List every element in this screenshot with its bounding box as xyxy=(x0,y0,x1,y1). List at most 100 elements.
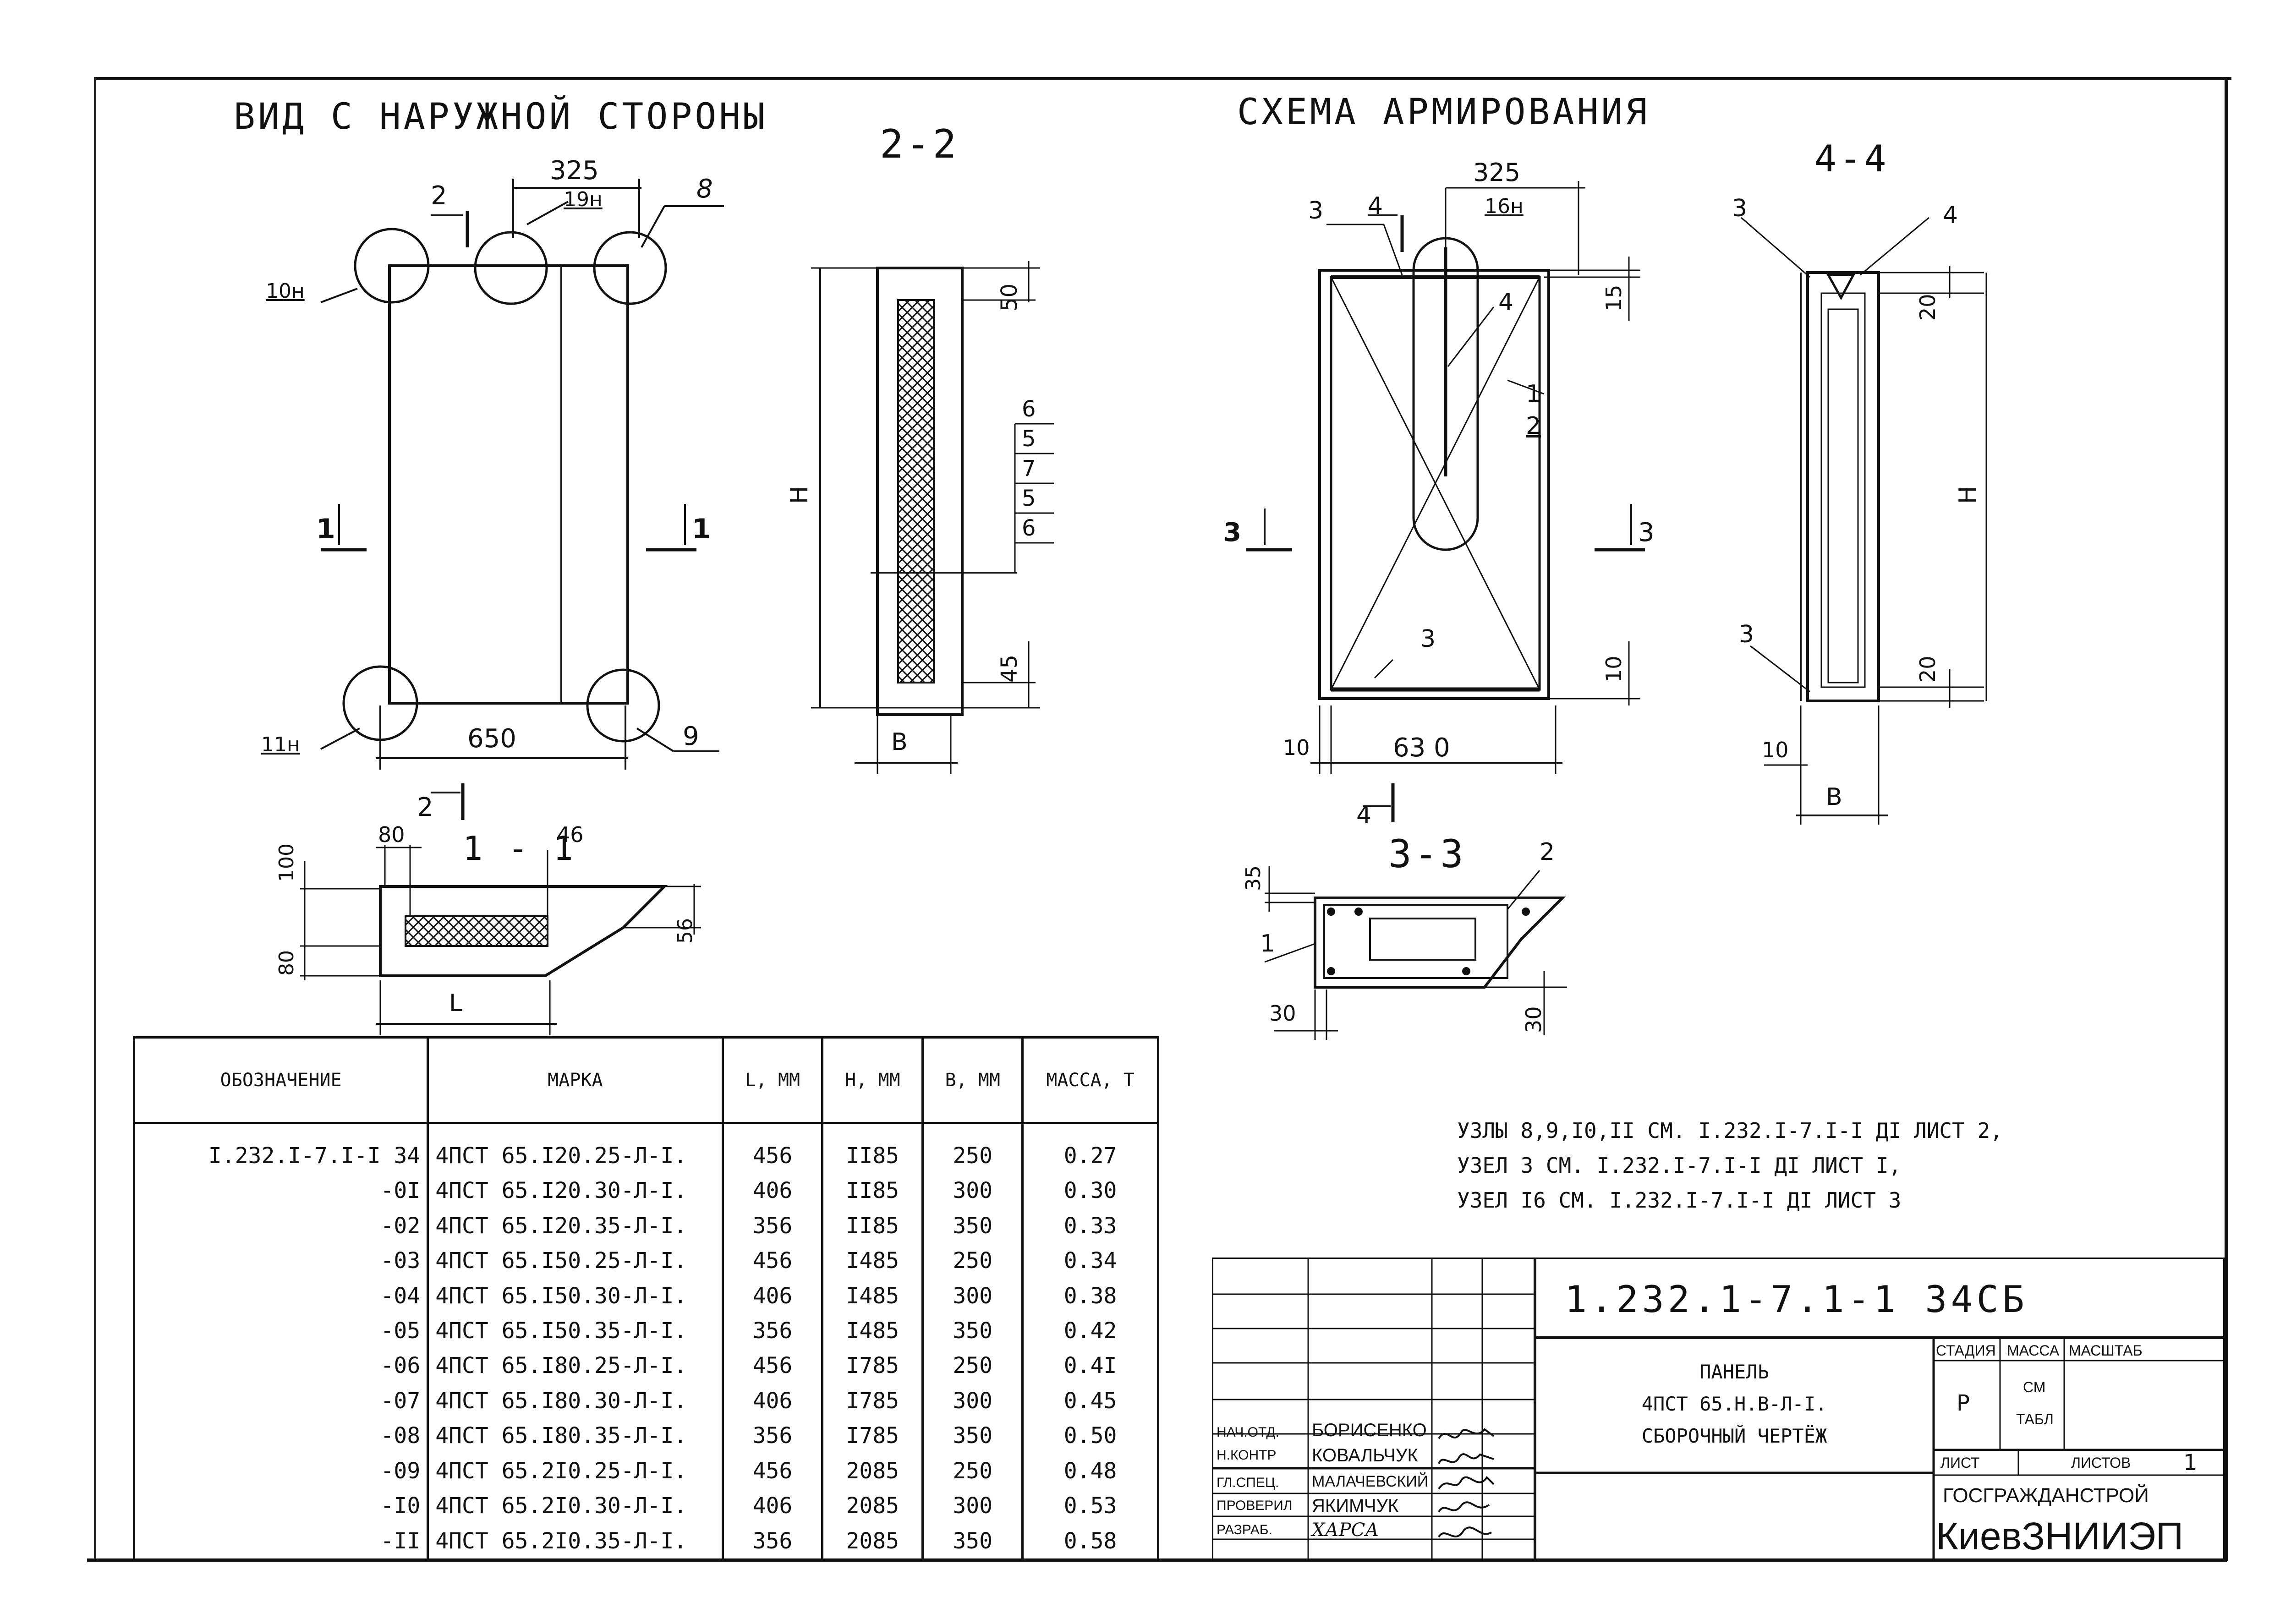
node-10n-label: 10н xyxy=(266,279,305,303)
cell-oboznachenie: -08 xyxy=(132,1418,429,1454)
title-block-grid xyxy=(1212,1258,2225,1560)
cut-2-bottom: 2 xyxy=(417,793,433,822)
cell-b: 350 xyxy=(921,1523,1024,1558)
cell-h: II85 xyxy=(821,1173,924,1208)
cell-b: 350 xyxy=(921,1313,1024,1349)
reinf-pos-1: 1 xyxy=(1526,380,1541,408)
cell-h: I785 xyxy=(821,1383,924,1419)
cell-h: 2085 xyxy=(821,1523,924,1558)
header-h: Н, ММ xyxy=(821,1036,924,1124)
cell-l: 456 xyxy=(721,1123,824,1174)
cell-massa: 0.30 xyxy=(1021,1173,1159,1208)
section11-dim-56: 56 xyxy=(674,918,697,944)
section-4-4-title: 4-4 xyxy=(1814,137,1889,180)
cell-h: II85 xyxy=(821,1208,924,1243)
sheet-frame-top xyxy=(96,77,2231,80)
cell-massa: 0.58 xyxy=(1021,1523,1159,1558)
section44-dim-10: 10 xyxy=(1762,738,1789,762)
section22-dim-50: 50 xyxy=(997,283,1022,312)
note-line: УЗЛЫ 8,9,I0,II СМ. I.232.I-7.I-I ДI ЛИСТ… xyxy=(1457,1118,2003,1143)
cell-b: 250 xyxy=(921,1243,1024,1279)
section11-dim-46: 46 xyxy=(557,822,584,847)
cell-h: 2085 xyxy=(821,1453,924,1488)
header-l: L, ММ xyxy=(721,1036,824,1124)
section44-pos-3-bottom: 3 xyxy=(1739,621,1754,648)
massa-label: МАССА xyxy=(2007,1342,2060,1359)
section22-layer-3: 7 xyxy=(1022,456,1036,481)
org-name-2: КиевЗНИИЭП xyxy=(1936,1515,2184,1558)
outer-view-title: ВИД С НАРУЖНОЙ СТОРОНЫ xyxy=(234,96,768,137)
node-11n-label: 11н xyxy=(261,733,300,756)
cell-l: 456 xyxy=(721,1243,824,1279)
cut-4-bottom: 4 xyxy=(1356,802,1372,829)
cell-massa: 0.42 xyxy=(1021,1313,1159,1349)
table-header-row: ОБОЗНАЧЕНИЕ МАРКА L, ММ Н, ММ В, ММ МАСС… xyxy=(132,1036,1159,1124)
cell-b: 300 xyxy=(921,1173,1024,1208)
section-1-1-drawing xyxy=(300,845,701,1035)
section44-pos-4: 4 xyxy=(1943,202,1958,229)
reinf-dim-630: 63 0 xyxy=(1393,733,1450,763)
cell-oboznachenie: -II xyxy=(132,1523,429,1558)
cell-massa: 0.53 xyxy=(1021,1488,1159,1524)
cell-b: 350 xyxy=(921,1208,1024,1243)
reinf-pos-4-cut: 4 xyxy=(1368,192,1383,220)
cell-oboznachenie: -05 xyxy=(132,1313,429,1349)
cell-h: I485 xyxy=(821,1313,924,1349)
stadia-value: Р xyxy=(1957,1390,1970,1416)
masshtab-label: МАСШТАБ xyxy=(2069,1342,2143,1359)
section11-dim-80-left: 80 xyxy=(275,950,298,976)
cell-marka: 4ПСТ 65.I80.35-Л-I. xyxy=(427,1418,724,1454)
cell-oboznachenie: -02 xyxy=(132,1208,429,1243)
section22-layer-2: 5 xyxy=(1022,426,1036,452)
reinforcement-drawing xyxy=(1246,181,1645,822)
cell-l: 456 xyxy=(721,1453,824,1488)
cell-massa: 0.33 xyxy=(1021,1208,1159,1243)
cell-oboznachenie: -0I xyxy=(132,1173,429,1208)
node-8-label: 8 xyxy=(696,174,713,204)
cell-l: 356 xyxy=(721,1523,824,1558)
name-kharsa: ХАРСА xyxy=(1312,1520,1379,1541)
cell-massa: 0.4I xyxy=(1021,1348,1159,1383)
section33-pos-1: 1 xyxy=(1260,930,1276,957)
section33-dim-30-left: 30 xyxy=(1269,1001,1296,1026)
cell-h: II85 xyxy=(821,1123,924,1174)
section22-layer-5: 6 xyxy=(1022,515,1036,541)
reinf-pos-2: 2 xyxy=(1526,412,1541,440)
cell-marka: 4ПСТ 65.I20.25-Л-I. xyxy=(427,1123,724,1174)
cell-l: 356 xyxy=(721,1208,824,1243)
cell-oboznachenie: I.232.I-7.I-I 34 xyxy=(132,1123,429,1174)
name-malachevsky: МАЛАЧЕВСКИЙ xyxy=(1312,1473,1429,1490)
section33-dim-35: 35 xyxy=(1242,865,1265,891)
note-line: УЗЕЛ I6 СМ. I.232.I-7.I-I ДI ЛИСТ 3 xyxy=(1457,1188,1902,1213)
listov-label: ЛИСТОВ xyxy=(2071,1454,2131,1471)
section-1-1-title: 1 - 1 xyxy=(463,829,576,868)
cell-marka: 4ПСТ 65.I80.25-Л-I. xyxy=(427,1348,724,1383)
stamp-title-line-3: СБОРОЧНЫЙ ЧЕРТЁЖ xyxy=(1641,1425,1827,1447)
note-line: УЗЕЛ 3 СМ. I.232.I-7.I-I ДI ЛИСТ I, xyxy=(1457,1153,1902,1178)
doc-code: 1.232.1-7.1-1 34СБ xyxy=(1565,1278,2028,1321)
section-3-3-drawing xyxy=(1264,866,1567,1040)
cut-3-left: 3 xyxy=(1223,518,1241,547)
cell-b: 300 xyxy=(921,1488,1024,1524)
node-19n-label: 19н xyxy=(564,188,603,211)
cell-h: I785 xyxy=(821,1348,924,1383)
cell-h: 2085 xyxy=(821,1488,924,1524)
section44-dim-20-bottom: 20 xyxy=(1915,656,1940,683)
section11-dim-l: L xyxy=(449,990,462,1017)
cell-oboznachenie: -03 xyxy=(132,1243,429,1279)
cell-h: I485 xyxy=(821,1243,924,1279)
cell-b: 300 xyxy=(921,1383,1024,1419)
cell-massa: 0.48 xyxy=(1021,1453,1159,1488)
sheet-frame-right xyxy=(2225,77,2228,1561)
cell-marka: 4ПСТ 65.I50.30-Л-I. xyxy=(427,1278,724,1313)
section22-layer-1: 6 xyxy=(1022,396,1036,422)
cell-l: 356 xyxy=(721,1418,824,1454)
cell-marka: 4ПСТ 65.2I0.35-Л-I. xyxy=(427,1523,724,1558)
section22-dim-45: 45 xyxy=(997,654,1022,683)
cell-marka: 4ПСТ 65.I20.30-Л-I. xyxy=(427,1173,724,1208)
